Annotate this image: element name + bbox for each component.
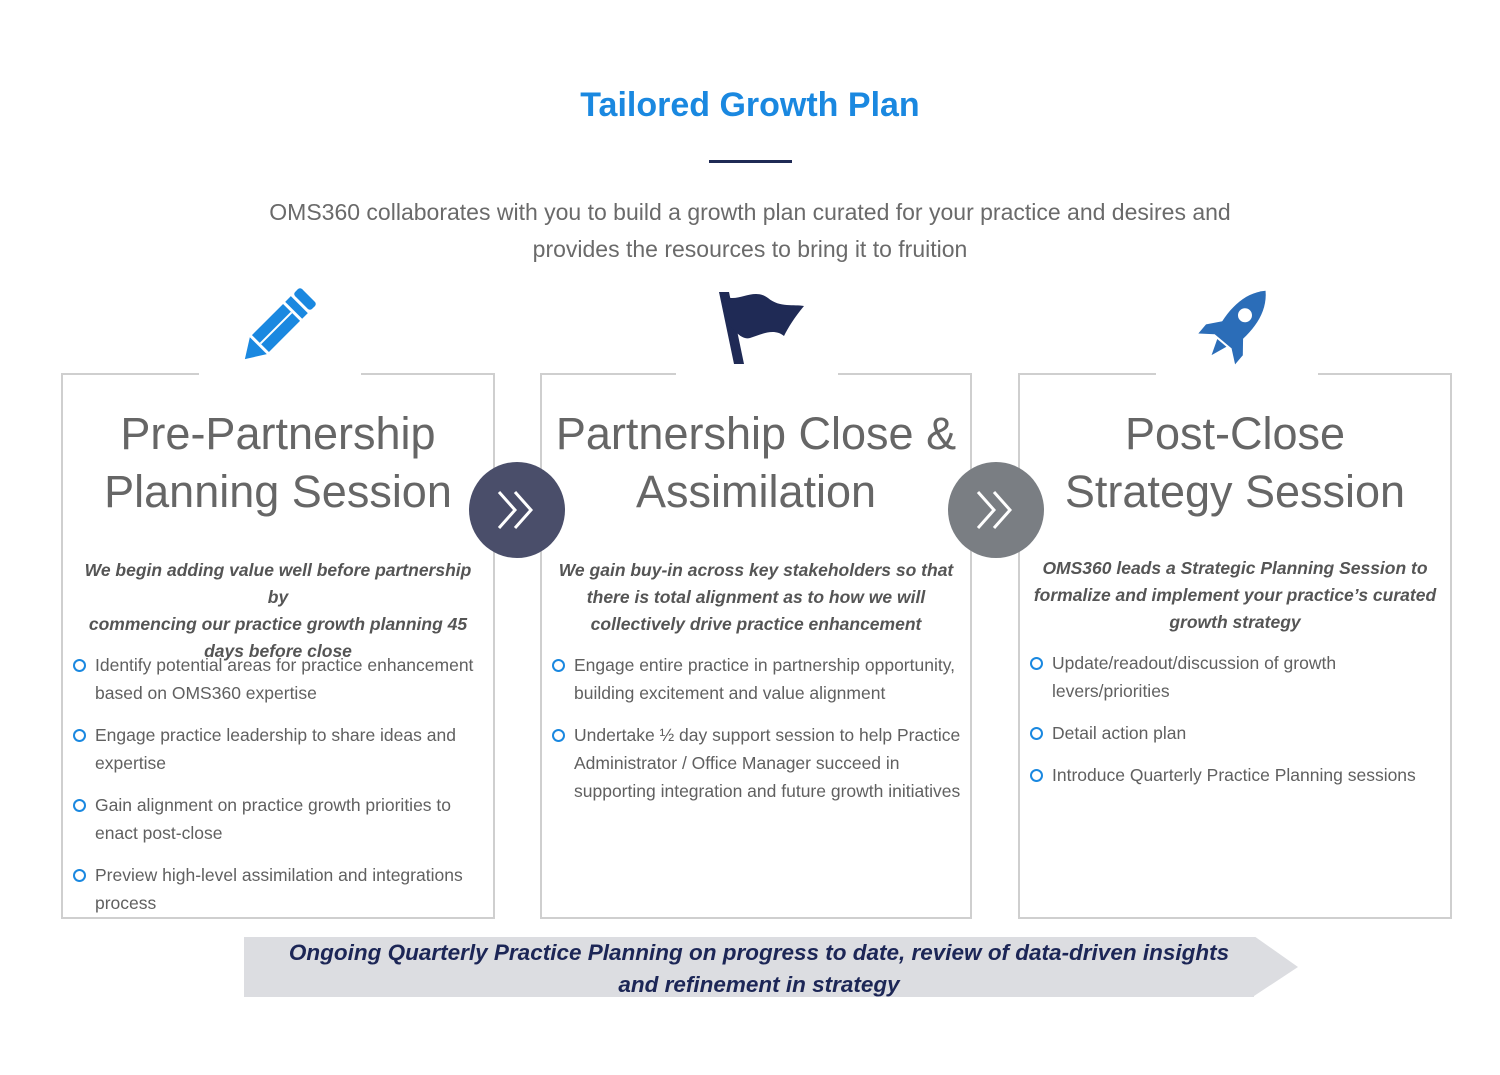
list-item: Undertake ½ day support session to help … [552,721,962,805]
card-title: Partnership Close & Assimilation [555,408,957,517]
circle-bullet-icon [73,799,86,812]
bullet-list: Update/readout/discussion of growth leve… [1030,649,1442,803]
card-title: Pre-Partnership Planning Session [104,408,452,517]
bullet-list: Identify potential areas for practice en… [73,651,485,931]
title-divider [709,160,792,163]
intro-text: OMS360 collaborates with you to build a … [269,199,1231,262]
card-lead: We gain buy-in across key stakeholders s… [558,560,954,634]
flag-icon [719,292,804,364]
circle-bullet-icon [552,729,565,742]
circle-bullet-icon [73,729,86,742]
list-item: Engage entire practice in partnership op… [552,651,962,707]
page-title: Tailored Growth Plan [580,86,920,124]
list-item: Update/readout/discussion of growth leve… [1030,649,1442,705]
circle-bullet-icon [73,869,86,882]
list-item: Engage practice leadership to share idea… [73,721,485,777]
step-arrow-2 [948,462,1044,558]
circle-bullet-icon [1030,769,1043,782]
circle-bullet-icon [1030,657,1043,670]
ongoing-planning-banner: Ongoing Quarterly Practice Planning on p… [244,937,1299,997]
card-lead: OMS360 leads a Strategic Planning Sessio… [1033,558,1437,632]
circle-bullet-icon [552,659,565,672]
list-item: Identify potential areas for practice en… [73,651,485,707]
card-post-close: Post-Close Strategy Session OMS360 leads… [1018,372,1452,919]
banner-text: Ongoing Quarterly Practice Planning on p… [288,940,1230,997]
bullet-list: Engage entire practice in partnership op… [552,651,962,819]
card-lead: We begin adding value well before partne… [84,560,472,661]
circle-bullet-icon [1030,727,1043,740]
circle-bullet-icon [73,659,86,672]
step-arrow-1 [469,462,565,558]
pencil-icon [244,288,316,360]
banner-arrow-shape [244,937,1298,997]
list-item: Gain alignment on practice growth priori… [73,791,485,847]
double-chevron-right-icon [976,491,1013,529]
double-chevron-right-icon [497,491,534,529]
list-item: Preview high-level assimilation and inte… [73,861,485,917]
card-partnership-close: Partnership Close & Assimilation We gain… [540,372,972,919]
card-title: Post-Close Strategy Session [1064,408,1406,517]
list-item: Detail action plan [1030,719,1442,747]
list-item: Introduce Quarterly Practice Planning se… [1030,761,1442,789]
rocket-icon [1198,290,1266,365]
card-pre-partnership: Pre-Partnership Planning Session We begi… [61,372,495,919]
